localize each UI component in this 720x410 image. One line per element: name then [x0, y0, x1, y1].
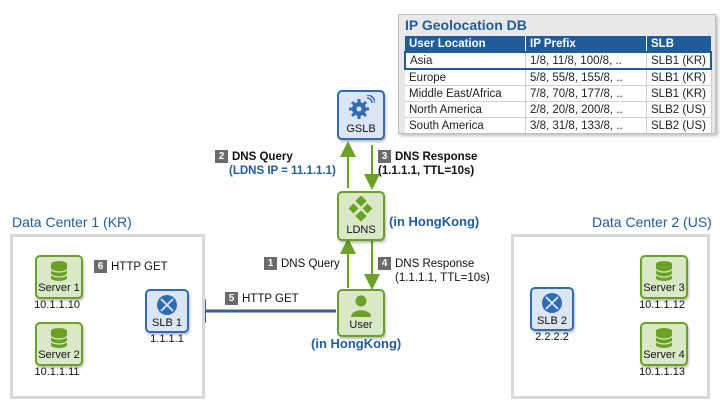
slb2-ip: 2.2.2.2: [535, 331, 569, 343]
data-center-2-title: Data Center 2 (US): [592, 214, 712, 230]
step-6-label: 6 HTTP GET: [94, 260, 168, 274]
geo-db-cell: SLB1 (KR): [646, 51, 712, 70]
slb1-ip: 1.1.1.1: [150, 333, 184, 345]
server1-label: Server 1: [38, 282, 80, 294]
step-4-detail: (1.1.1.1, TTL=10s): [395, 272, 490, 284]
server-database-icon: [50, 328, 68, 348]
user-icon: [351, 295, 371, 317]
geo-db-header-prefix: IP Prefix: [525, 36, 647, 52]
step-3-detail: (1.1.1.1, TTL=10s): [378, 165, 475, 177]
gslb-node[interactable]: GSLB: [337, 90, 385, 140]
geo-db-row[interactable]: Europe 5/8, 55/8, 155/8, .. SLB1 (KR): [405, 68, 712, 86]
geo-db-cell: North America: [405, 101, 526, 118]
dns-icon: [348, 196, 373, 222]
geo-db-cell: SLB2 (US): [646, 117, 712, 133]
geo-db-header-location: User Location: [405, 36, 526, 52]
step-4-number: 4: [378, 257, 391, 270]
step-2-detail: (LDNS IP = 11.1.1.1): [229, 165, 336, 177]
geo-db-cell: Asia: [404, 51, 526, 70]
step-4-label: 4 DNS Response (1.1.1.1, TTL=10s): [378, 257, 490, 285]
server2-node[interactable]: Server 2: [35, 322, 83, 366]
geo-db-cell: 2/8, 20/8, 200/8, ..: [525, 101, 647, 118]
geo-db-row[interactable]: Middle East/Africa 7/8, 70/8, 177/8, .. …: [405, 85, 712, 102]
geo-db-row[interactable]: South America 3/8, 31/8, 133/8, .. SLB2 …: [405, 117, 712, 133]
step-6-number: 6: [94, 260, 107, 273]
server4-label: Server 4: [643, 349, 685, 361]
step-1-label: 1 DNS Query: [264, 257, 340, 271]
slb1-label: SLB 1: [152, 317, 182, 329]
data-center-1-title: Data Center 1 (KR): [12, 214, 132, 230]
geo-db-cell: 5/8, 55/8, 155/8, ..: [525, 68, 647, 86]
step-2-number: 2: [215, 150, 228, 163]
ip-geolocation-db: IP Geolocation DB User Location IP Prefi…: [398, 14, 716, 134]
slb2-node[interactable]: SLB 2: [530, 287, 574, 331]
server4-node[interactable]: Server 4: [640, 322, 688, 366]
server2-ip: 10.1.1.11: [34, 366, 80, 378]
server-database-icon: [655, 328, 673, 348]
geo-db-cell: 1/8, 11/8, 100/8, ..: [525, 51, 647, 70]
ldns-node[interactable]: LDNS: [337, 191, 385, 241]
user-location: (in HongKong): [311, 336, 402, 351]
step-2-text: DNS Query: [232, 151, 293, 163]
geo-db-cell: SLB2 (US): [646, 101, 712, 118]
step-5-number: 5: [225, 292, 238, 305]
slb2-label: SLB 2: [537, 315, 567, 327]
geo-db-cell: Middle East/Africa: [405, 85, 526, 102]
geo-db-header-row: User Location IP Prefix SLB: [405, 36, 711, 52]
step-1-text: DNS Query: [281, 258, 340, 270]
server3-node[interactable]: Server 3: [640, 255, 688, 299]
geo-db-cell: South America: [405, 117, 526, 133]
step-5-label: 5 HTTP GET: [225, 292, 299, 306]
geo-db-table: User Location IP Prefix SLB Asia 1/8, 11…: [404, 36, 712, 133]
user-node[interactable]: User: [337, 289, 385, 337]
step-6-text: HTTP GET: [111, 261, 168, 273]
server3-label: Server 3: [643, 282, 685, 294]
step-2-label: 2 DNS Query (LDNS IP = 11.1.1.1): [215, 150, 336, 178]
load-balancer-icon: [157, 295, 177, 315]
server-database-icon: [655, 261, 673, 281]
geo-db-row-selected[interactable]: Asia 1/8, 11/8, 100/8, .. SLB1 (KR): [404, 51, 712, 70]
geo-db-cell: 3/8, 31/8, 133/8, ..: [525, 117, 647, 133]
slb1-node[interactable]: SLB 1: [145, 289, 189, 333]
geo-db-cell: 7/8, 70/8, 177/8, ..: [525, 85, 647, 102]
step-3-label: 3 DNS Response (1.1.1.1, TTL=10s): [378, 150, 477, 178]
geo-db-title: IP Geolocation DB: [405, 17, 527, 33]
server4-ip: 10.1.1.13: [639, 366, 685, 378]
server1-node[interactable]: Server 1: [35, 255, 83, 299]
gslb-label: GSLB: [346, 123, 376, 135]
server3-ip: 10.1.1.12: [639, 299, 685, 311]
server-database-icon: [50, 261, 68, 281]
step-5-text: HTTP GET: [242, 293, 299, 305]
geo-db-cell: SLB1 (KR): [646, 68, 712, 86]
ldns-label: LDNS: [346, 224, 376, 236]
step-1-number: 1: [264, 257, 277, 270]
step-3-number: 3: [378, 150, 391, 163]
geo-db-row[interactable]: North America 2/8, 20/8, 200/8, .. SLB2 …: [405, 101, 712, 118]
step-3-text: DNS Response: [395, 151, 478, 163]
user-label: User: [349, 319, 373, 331]
step-4-text: DNS Response: [395, 258, 475, 270]
gear-signal-icon: [349, 95, 375, 119]
geo-db-cell: SLB1 (KR): [646, 85, 712, 102]
geo-db-header-slb: SLB: [646, 36, 711, 52]
ldns-location: (in HongKong): [389, 214, 480, 229]
geo-db-cell: Europe: [405, 68, 526, 86]
load-balancer-icon: [542, 293, 562, 313]
server1-ip: 10.1.1.10: [34, 299, 80, 311]
server2-label: Server 2: [38, 349, 80, 361]
